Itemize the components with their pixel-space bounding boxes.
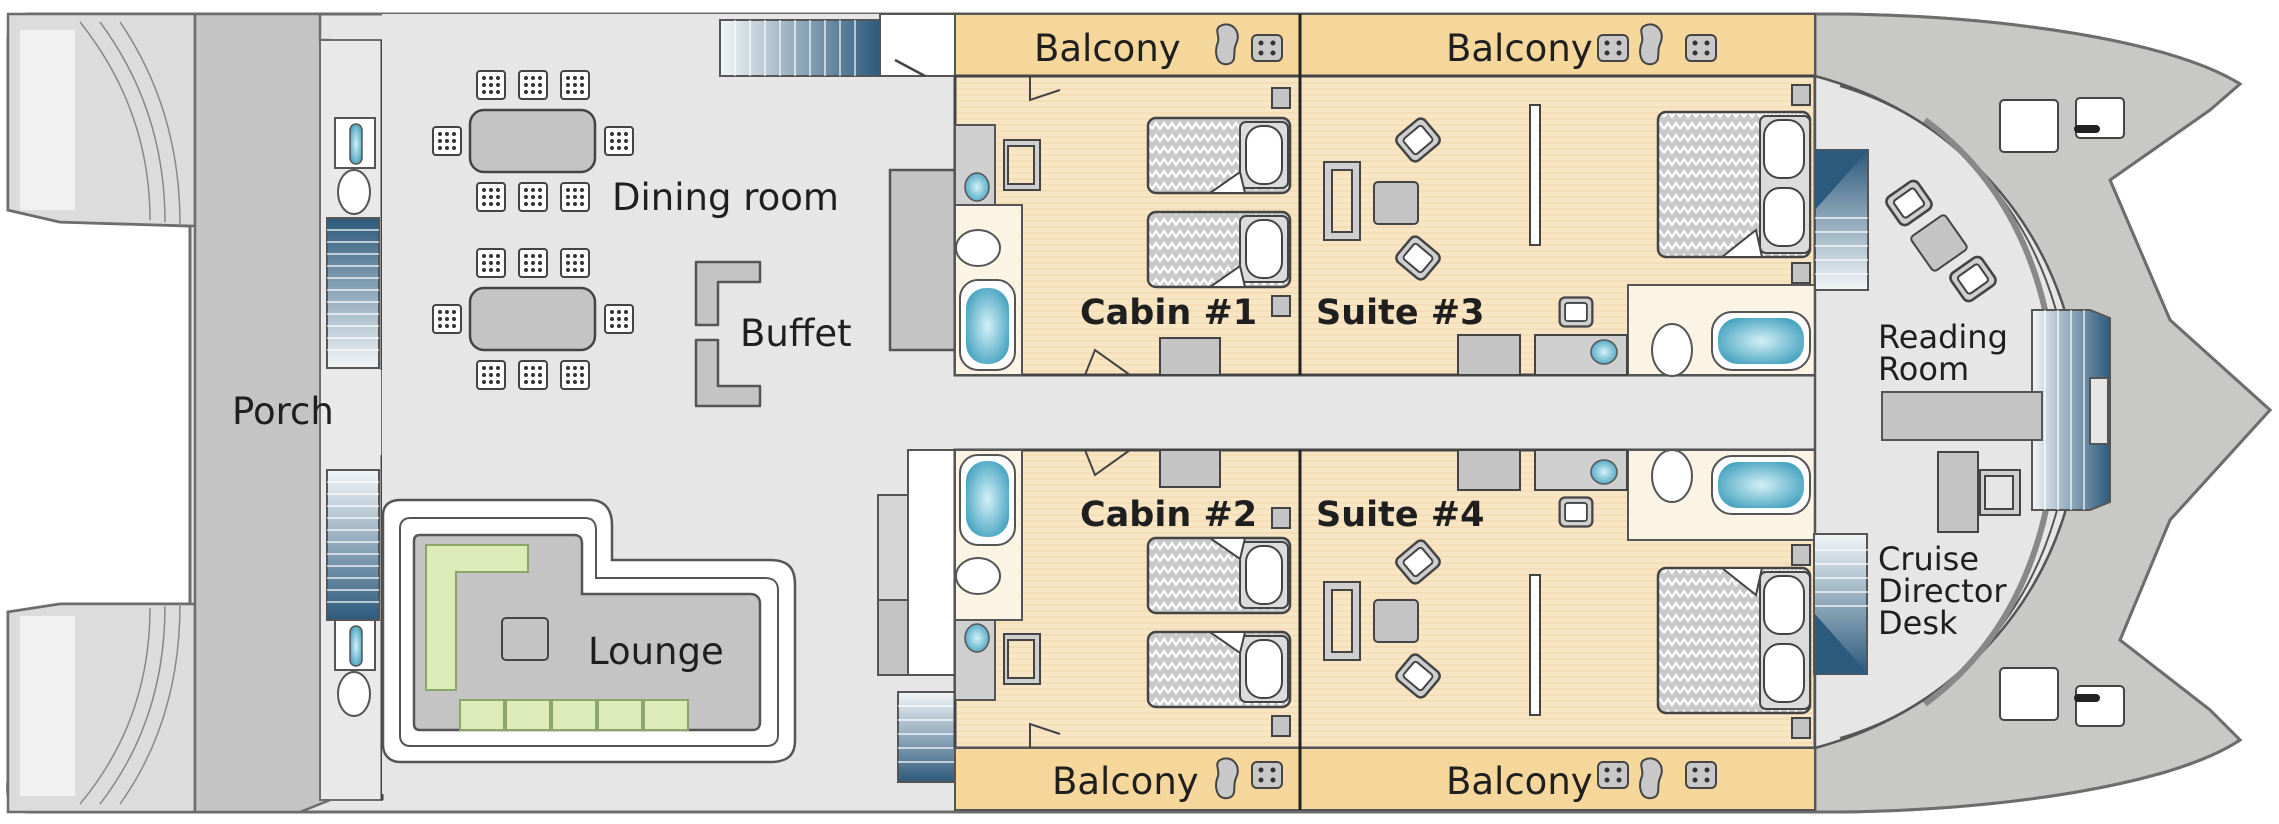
cabin-2: Balcony Cabin #2	[953, 448, 1302, 811]
dining-room-label: Dining room	[612, 176, 839, 219]
balcony-suite-3-label: Balcony	[1446, 27, 1593, 70]
buffet-label: Buffet	[740, 312, 852, 355]
reading-room-label-line2: Room	[1878, 350, 1969, 388]
suite-3-label: Suite #3	[1316, 293, 1484, 333]
cruise-director-desk-label-line2: Director	[1878, 572, 2007, 610]
stairs-top	[719, 13, 958, 78]
suite-4: Balcony Suite #4	[1298, 448, 1817, 811]
buffet: Buffet	[694, 260, 852, 408]
porch-area: Porch	[193, 12, 384, 814]
cruise-director-desk-label-line1: Cruise	[1878, 540, 1979, 578]
reading-room: Reading Room Cruise Director Desk	[1813, 74, 2111, 750]
cabin-2-label: Cabin #2	[1080, 495, 1257, 535]
suite-3: Balcony Suite #3	[1298, 13, 1817, 377]
balcony-suite-4-label: Balcony	[1446, 760, 1593, 803]
suite-4-label: Suite #4	[1316, 495, 1484, 535]
porch-label: Porch	[232, 390, 334, 433]
stairs-bottom	[897, 691, 957, 783]
corridor	[955, 375, 1815, 450]
bow-features	[1999, 97, 2125, 727]
cabin-1-label: Cabin #1	[1080, 293, 1257, 333]
balcony-cabin-2-label: Balcony	[1052, 760, 1199, 803]
lounge-label: Lounge	[588, 630, 724, 673]
cruise-director-desk-label-line3: Desk	[1878, 604, 1958, 642]
balcony-cabin-1-label: Balcony	[1034, 27, 1181, 70]
cabin-1: Balcony Cabin #1	[953, 13, 1302, 377]
lounge: Lounge	[381, 498, 797, 764]
reading-room-label-line1: Reading	[1878, 318, 2008, 356]
